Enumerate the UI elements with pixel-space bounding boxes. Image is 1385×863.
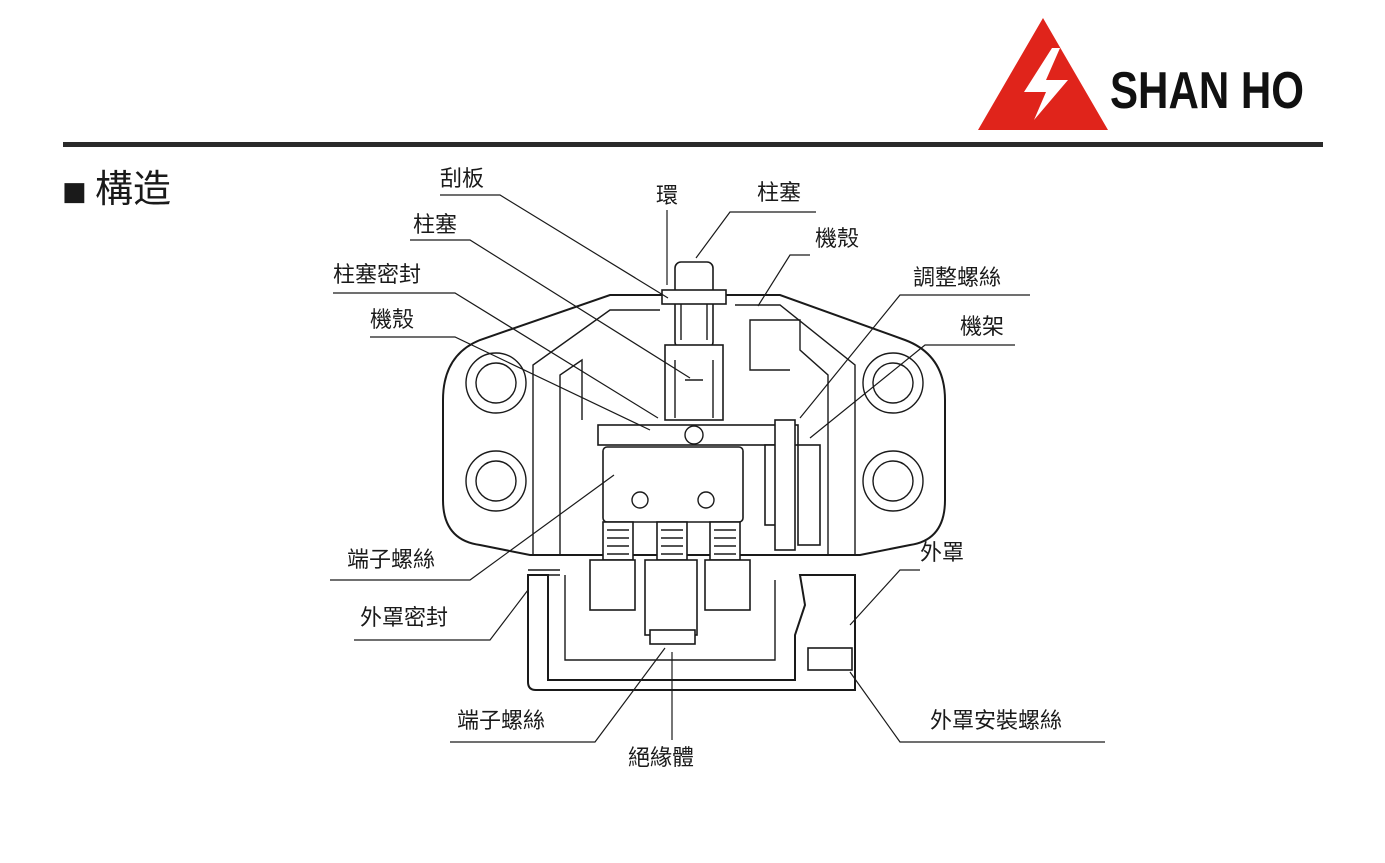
label-plunger-seal: 柱塞密封: [333, 263, 421, 288]
insulator-block: [589, 559, 751, 645]
outer-cover: [527, 574, 856, 691]
section-bullet: ■: [62, 177, 87, 207]
section-title: 構造: [95, 167, 171, 211]
plunger-body: [664, 344, 724, 421]
housing-inner-wall-left-2: [559, 358, 583, 555]
brand-logo: SHAN HO: [978, 18, 1304, 130]
cover-mount-screw: [807, 647, 853, 671]
outer-cover-inner: [564, 575, 776, 661]
outer-cover-seal: [528, 569, 560, 576]
leader-lines: [330, 194, 1105, 743]
label-ring: 環: [656, 184, 678, 209]
actuator-plate: [597, 424, 799, 446]
switch-cross-section: [442, 261, 946, 691]
plunger-ring: [661, 289, 727, 305]
mounting-holes: [465, 352, 924, 512]
header-rule: [63, 142, 1323, 147]
label-terminal-screw-bottom: 端子螺絲: [457, 709, 545, 734]
label-outer-cover: 外罩: [920, 541, 964, 566]
label-housing-top: 機殼: [815, 227, 859, 252]
label-cover-mount-screw: 外罩安裝螺絲: [930, 709, 1062, 734]
brand-name: SHAN HO: [1110, 62, 1304, 120]
label-plunger-top: 柱塞: [757, 181, 801, 206]
part-labels: 刮板 環 柱塞 柱塞 機殼 柱塞密封 調整螺絲 機殼 機架 端子螺絲 外罩 外罩…: [333, 167, 1062, 771]
label-frame: 機架: [960, 315, 1004, 340]
label-terminal-screw-left: 端子螺絲: [347, 548, 435, 573]
terminal-screws: [602, 521, 741, 561]
housing-inner-wall-left: [532, 309, 660, 555]
label-plunger-left: 柱塞: [413, 213, 457, 238]
micro-switch: [602, 446, 744, 523]
frame: [774, 419, 796, 551]
housing-inner-wall-right-2: [749, 319, 829, 555]
housing-inner-wall-right: [735, 304, 856, 555]
label-adjust-screw: 調整螺絲: [913, 266, 1001, 291]
lightning-bolt-icon: [1024, 48, 1068, 120]
label-scraper: 刮板: [440, 167, 484, 192]
label-insulator: 絕緣體: [628, 746, 694, 771]
label-housing-left: 機殼: [370, 308, 414, 333]
label-outer-cover-seal: 外罩密封: [360, 606, 448, 631]
